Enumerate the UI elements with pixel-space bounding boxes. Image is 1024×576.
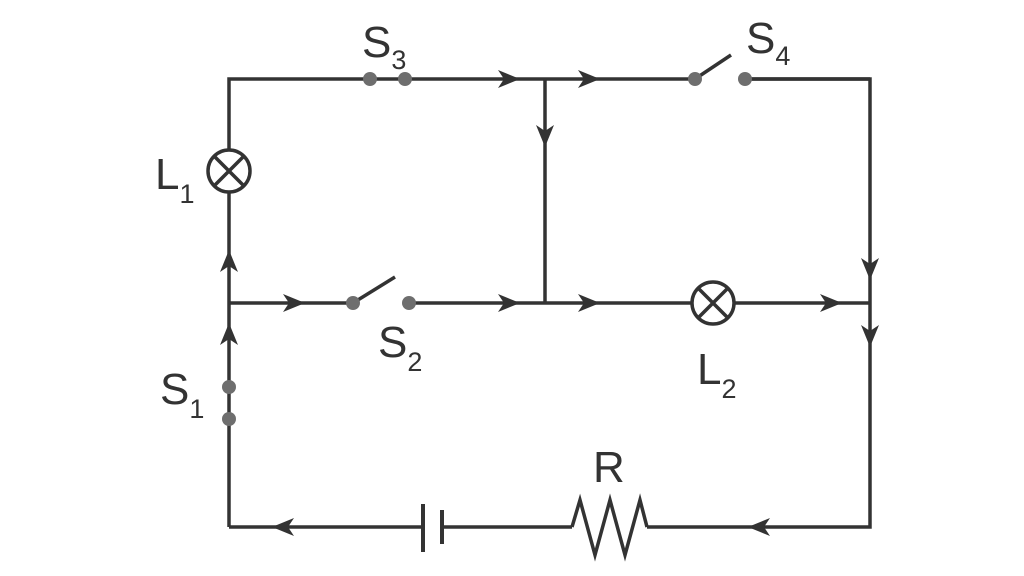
arrow-down-icon [861, 325, 879, 347]
lamp-l2-icon [690, 280, 736, 326]
label-s3: S3 [362, 18, 406, 75]
arrow-up-icon [220, 323, 238, 345]
arrow-right-icon [578, 294, 600, 312]
switch-s4-contact[interactable] [738, 72, 752, 86]
switch-s2-contact[interactable] [402, 296, 416, 310]
arrow-right-icon [498, 294, 520, 312]
label-l2: L2 [697, 345, 737, 404]
arrow-right-icon [820, 294, 842, 312]
switch-s1-contact[interactable] [222, 380, 236, 394]
arrow-left-icon [748, 518, 770, 536]
switch-contacts [222, 72, 752, 426]
arrow-down-icon [536, 125, 554, 147]
label-s4: S4 [746, 14, 790, 71]
wires [227, 76, 872, 529]
current-arrows [220, 70, 879, 536]
lamp-l1-icon [206, 148, 252, 194]
arrow-right-icon [578, 70, 600, 88]
wire-top-left [227, 77, 870, 149]
arrow-right-icon [498, 70, 520, 88]
switch-s4-blade[interactable] [694, 53, 732, 81]
label-l1: L1 [155, 150, 195, 209]
arrow-up-icon [220, 250, 238, 272]
arrow-down-icon [861, 258, 879, 280]
switch-s3-contact[interactable] [398, 72, 412, 86]
label-s1: S1 [160, 365, 204, 424]
label-s2: S2 [378, 318, 422, 377]
resistor-icon [570, 493, 649, 562]
switch-s4-contact[interactable] [688, 72, 702, 86]
arrow-right-icon [283, 294, 305, 312]
arrow-left-icon [272, 518, 294, 536]
switch-s1-contact[interactable] [222, 412, 236, 426]
switch-s2-blade[interactable] [352, 275, 396, 305]
switch-s2-contact[interactable] [346, 296, 360, 310]
switch-s3-contact[interactable] [363, 72, 377, 86]
label-r: R [593, 443, 625, 492]
